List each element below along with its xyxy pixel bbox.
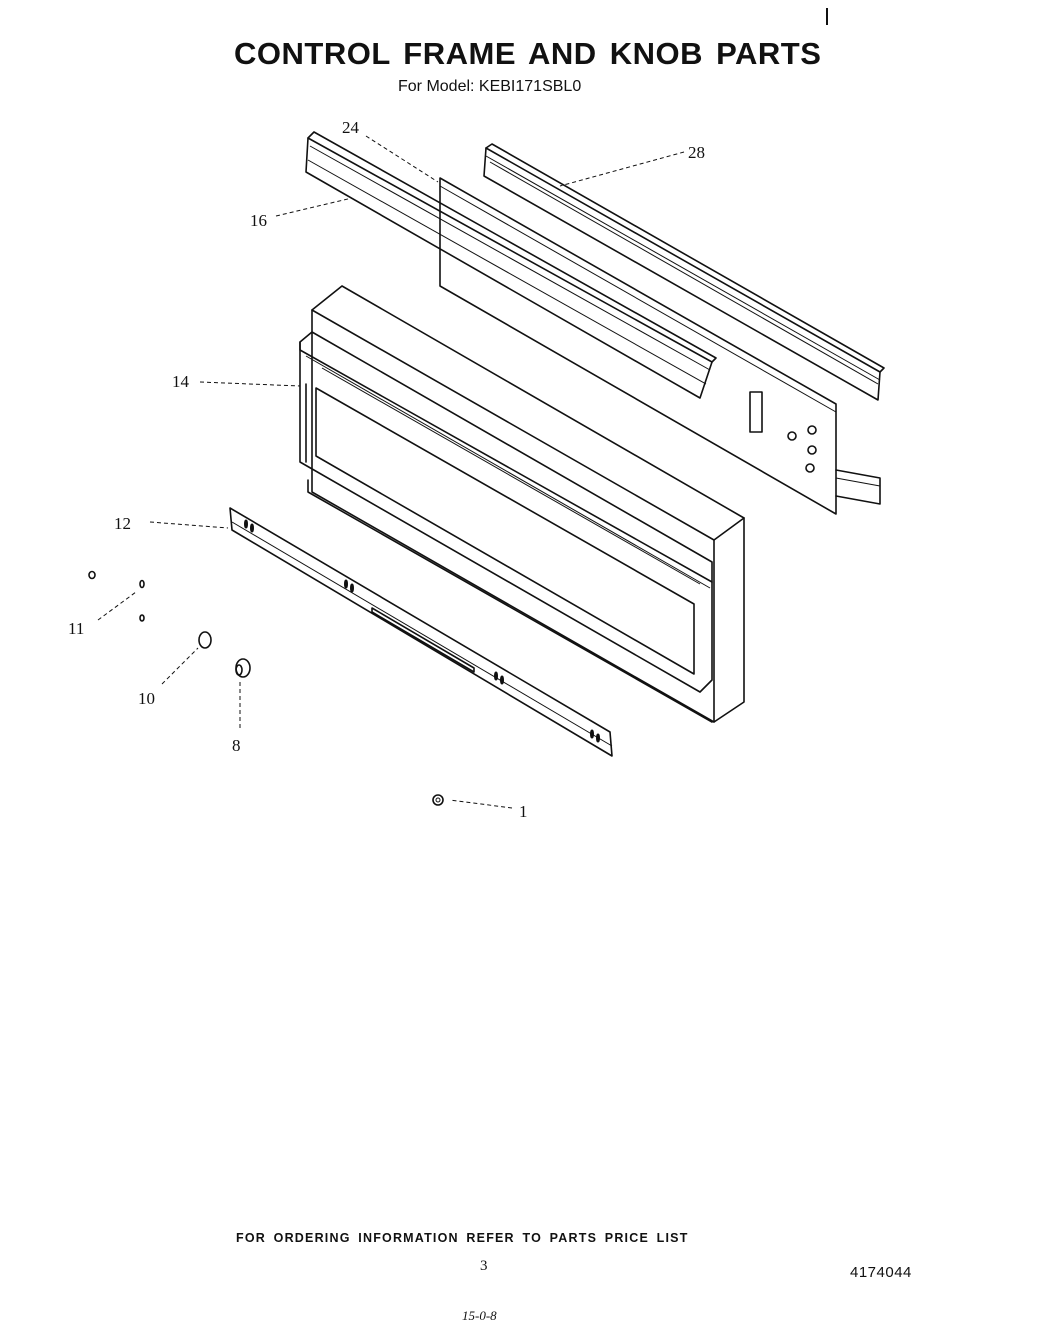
callout-28: 28 — [688, 143, 705, 162]
callout-12: 12 — [114, 514, 131, 533]
leader-lines — [97, 135, 685, 809]
part-28-trim-strip — [483, 143, 885, 401]
part-11-knob-pins — [88, 570, 145, 622]
part-16-channel-rail — [305, 131, 717, 399]
part-24-control-panel — [439, 177, 881, 515]
document-number: 4174044 — [850, 1264, 912, 1281]
part-12-trim-bar — [229, 507, 613, 757]
callout-labels: 1 8 10 11 12 14 16 24 28 — [68, 118, 705, 821]
model-line: For Model: KEBI171SBL0 — [398, 78, 582, 95]
part-8-knob — [235, 658, 251, 678]
handwritten-mark: 15-0-8 — [462, 1308, 497, 1323]
callout-10: 10 — [138, 689, 155, 708]
registration-mark — [826, 8, 828, 25]
callout-14: 14 — [172, 372, 190, 391]
part-14-control-frame — [299, 285, 745, 723]
page-title: CONTROL FRAME AND KNOB PARTS — [234, 36, 822, 71]
callout-11: 11 — [68, 619, 84, 638]
page-number: 3 — [480, 1258, 488, 1274]
callout-24: 24 — [342, 118, 360, 137]
part-10-knob — [198, 631, 212, 649]
callout-16: 16 — [250, 211, 267, 230]
ordering-note: FOR ORDERING INFORMATION REFER TO PARTS … — [236, 1231, 689, 1245]
callout-8: 8 — [232, 736, 241, 755]
callout-1: 1 — [519, 802, 528, 821]
part-1-washer — [432, 794, 444, 806]
